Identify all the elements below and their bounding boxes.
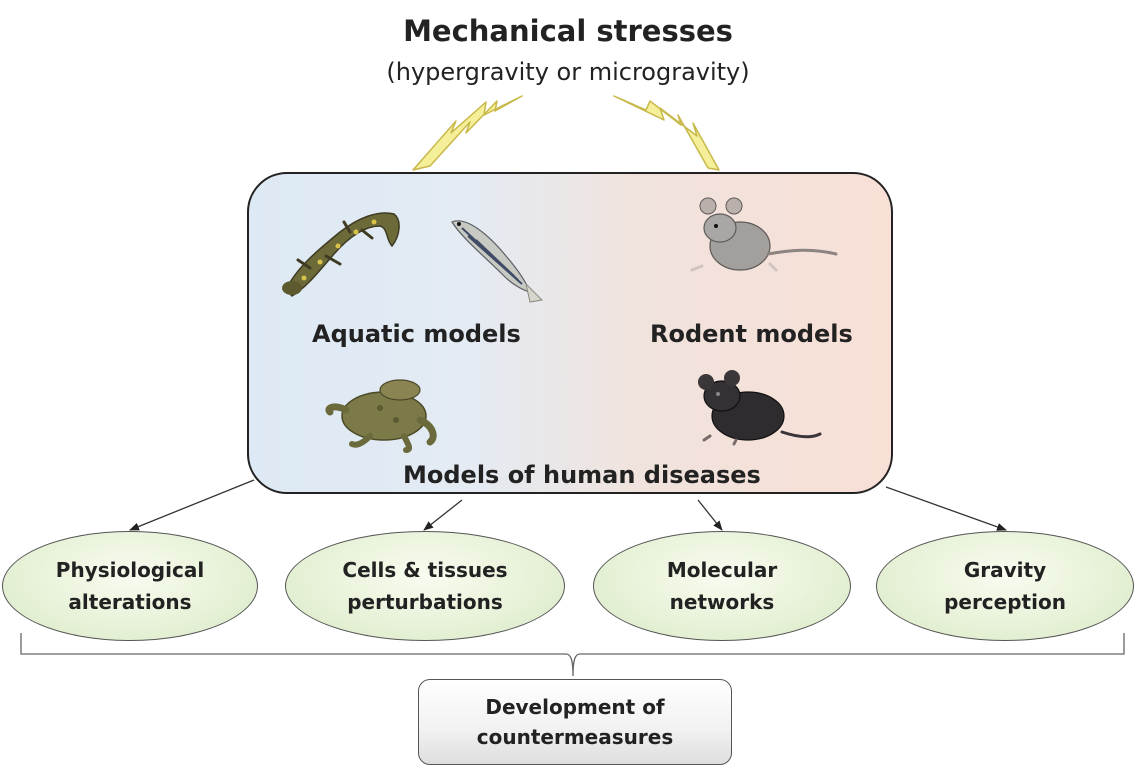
newt-icon <box>282 212 400 297</box>
animal-illustrations <box>282 197 838 453</box>
aquatic-models-label: Aquatic models <box>312 320 521 348</box>
outcome-cells-tissues: Cells & tissues perturbations <box>285 531 565 641</box>
outcome-physiological-label: Physiological alterations <box>55 558 205 614</box>
gray-rat-icon <box>690 197 838 272</box>
grouping-bracket <box>20 633 1125 677</box>
outcome-gravity: Gravity perception <box>876 531 1134 641</box>
arrow-to-molecular <box>697 499 723 531</box>
frog-icon <box>325 379 437 453</box>
countermeasures-box: Development of countermeasures <box>418 679 732 765</box>
outcome-physiological: Physiological alterations <box>2 531 258 641</box>
outcome-gravity-label: Gravity perception <box>944 558 1066 614</box>
arrow-to-cells <box>423 499 463 531</box>
lightning-bolt-icon-left <box>412 95 523 171</box>
lightning-bolts <box>412 95 720 171</box>
rodent-models-label: Rodent models <box>650 320 853 348</box>
outcome-molecular: Molecular networks <box>593 531 851 641</box>
outcome-molecular-label: Molecular networks <box>666 558 778 614</box>
diagram-subtitle: (hypergravity or microgravity) <box>386 58 750 86</box>
outcome-cells-tissues-label: Cells & tissues perturbations <box>342 558 508 614</box>
arrow-to-physiological <box>129 479 255 531</box>
arrow-to-gravity <box>885 486 1007 531</box>
black-mouse-icon <box>698 370 822 446</box>
human-diseases-label: Models of human diseases <box>403 461 761 489</box>
diagram-title: Mechanical stresses <box>403 14 733 48</box>
zebrafish-icon <box>451 220 544 303</box>
lightning-bolt-icon-right <box>613 95 720 171</box>
countermeasures-label: Development of countermeasures <box>476 695 674 749</box>
